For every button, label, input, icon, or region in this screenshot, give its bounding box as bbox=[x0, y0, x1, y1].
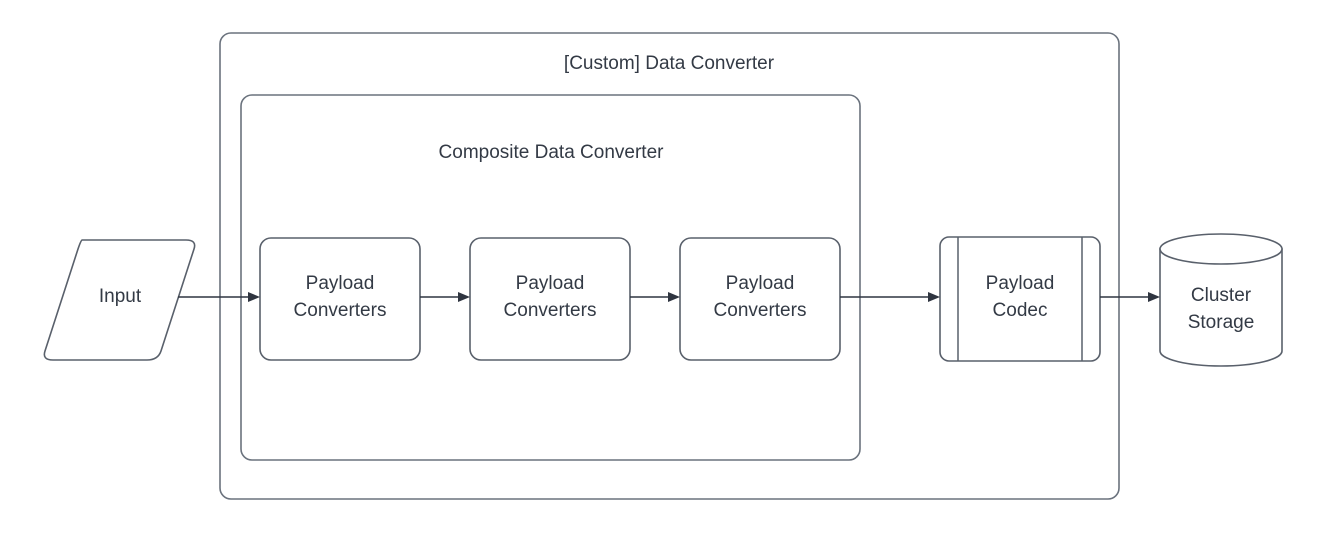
inner-container-title: Composite Data Converter bbox=[439, 142, 665, 163]
payload-codec-label-line1: Payload bbox=[986, 273, 1055, 294]
input-node[interactable] bbox=[43, 239, 196, 361]
payload-converters-box-3[interactable] bbox=[679, 237, 841, 361]
payload-codec-body bbox=[939, 236, 1101, 362]
payload-converters-box-1-line2: Converters bbox=[294, 300, 387, 321]
cluster-storage-body bbox=[1159, 248, 1283, 367]
input-node-label: Input bbox=[99, 286, 142, 307]
arrow-head-icon bbox=[668, 292, 680, 302]
payload-codec-label-line2: Codec bbox=[993, 300, 1048, 321]
connector-converter-3-to-payload-codec bbox=[840, 292, 940, 302]
cluster-storage-label-line2: Storage bbox=[1188, 312, 1255, 333]
payload-converters-box-1-line1: Payload bbox=[306, 273, 375, 294]
payload-codec-node[interactable] bbox=[939, 236, 1101, 362]
cluster-storage-top-ellipse bbox=[1159, 233, 1283, 265]
arrow-head-icon bbox=[1148, 292, 1160, 302]
connector-input-to-converter-1 bbox=[178, 292, 260, 302]
connector-payload-codec-to-cluster-storage bbox=[1100, 292, 1160, 302]
cluster-storage-label-line1: Cluster bbox=[1191, 285, 1252, 306]
payload-converters-box-1[interactable] bbox=[259, 237, 421, 361]
connector-converter-2-to-converter-3 bbox=[630, 292, 680, 302]
cluster-storage-node[interactable] bbox=[1159, 233, 1283, 367]
arrow-head-icon bbox=[458, 292, 470, 302]
payload-converters-box-3-line2: Converters bbox=[714, 300, 807, 321]
arrow-head-icon bbox=[248, 292, 260, 302]
outer-container-title: [Custom] Data Converter bbox=[564, 53, 775, 74]
payload-converters-box-2-line2: Converters bbox=[504, 300, 597, 321]
payload-converters-box-3-line1: Payload bbox=[726, 273, 795, 294]
payload-converters-box-2-line1: Payload bbox=[516, 273, 585, 294]
arrow-head-icon bbox=[928, 292, 940, 302]
payload-converters-box-2[interactable] bbox=[469, 237, 631, 361]
connector-converter-1-to-converter-2 bbox=[420, 292, 470, 302]
